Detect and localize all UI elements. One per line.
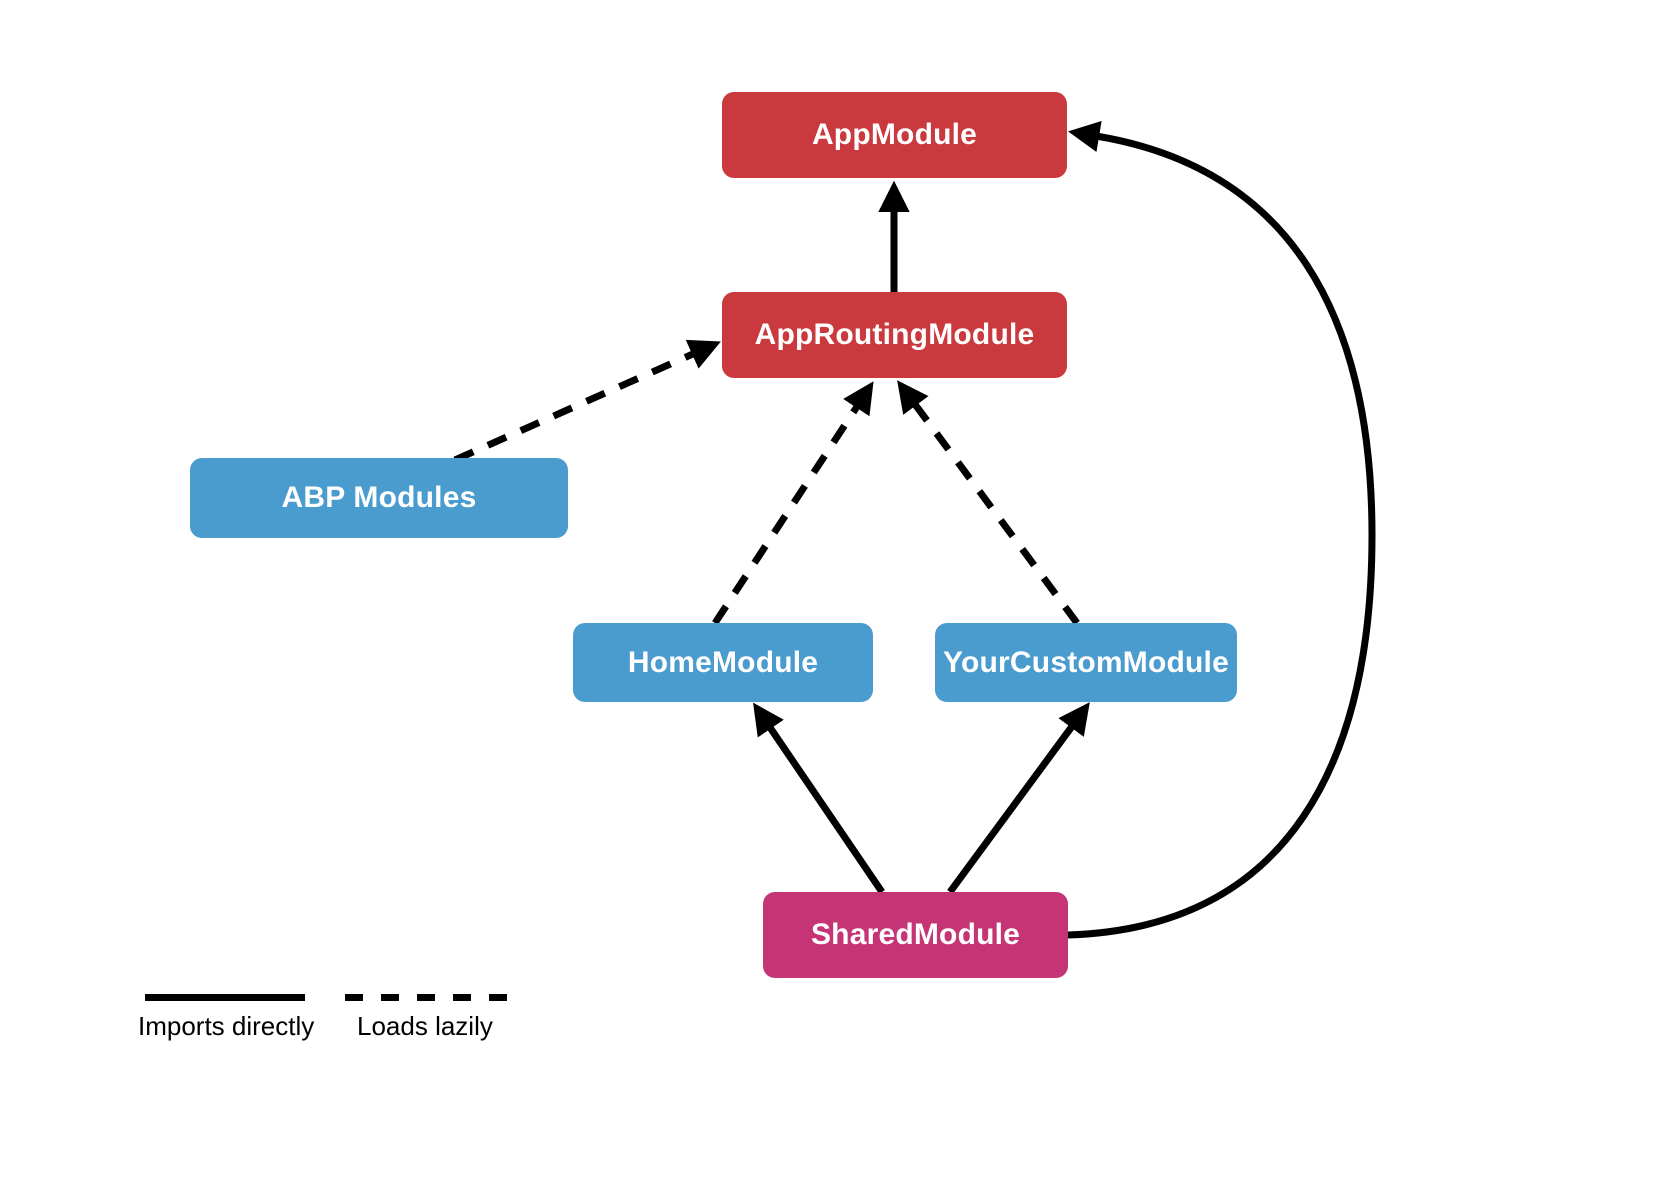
node-abpmodules: ABP Modules <box>190 458 568 538</box>
edge-yourcustommodule-to-approutingmodule <box>897 380 1080 626</box>
legend-dashed-line-sample <box>345 994 507 1001</box>
edge-sharedmodule-to-yourcustommodule <box>947 702 1090 895</box>
edge-abpmodules-to-approutingmodule <box>453 339 721 464</box>
node-homemodule-label: HomeModule <box>627 645 819 679</box>
node-approutingmodule-label: AppRoutingModule <box>754 318 1035 351</box>
edge-homemodule-to-approutingmodule <box>712 381 874 625</box>
edge-sharedmodule-to-homemodule <box>753 702 885 894</box>
legend-solid-label: Imports directly <box>138 1011 315 1041</box>
node-sharedmodule-label: SharedModule <box>810 918 1021 951</box>
node-appmodule-label: AppModule <box>811 118 978 151</box>
edge-sharedmodule-to-appmodule <box>1067 120 1376 939</box>
node-sharedmodule: SharedModule <box>763 892 1068 978</box>
node-abpmodules-label: ABP Modules <box>281 481 477 514</box>
node-yourcustommodule: YourCustomModule <box>935 623 1237 702</box>
node-yourcustommodule-label: YourCustomModule <box>943 645 1229 679</box>
node-approutingmodule: AppRoutingModule <box>722 292 1067 378</box>
node-appmodule: AppModule <box>722 92 1067 178</box>
node-homemodule: HomeModule <box>573 623 873 702</box>
legend-solid-line-sample <box>145 994 305 1001</box>
legend-dashed-label: Loads lazily <box>357 1011 493 1041</box>
